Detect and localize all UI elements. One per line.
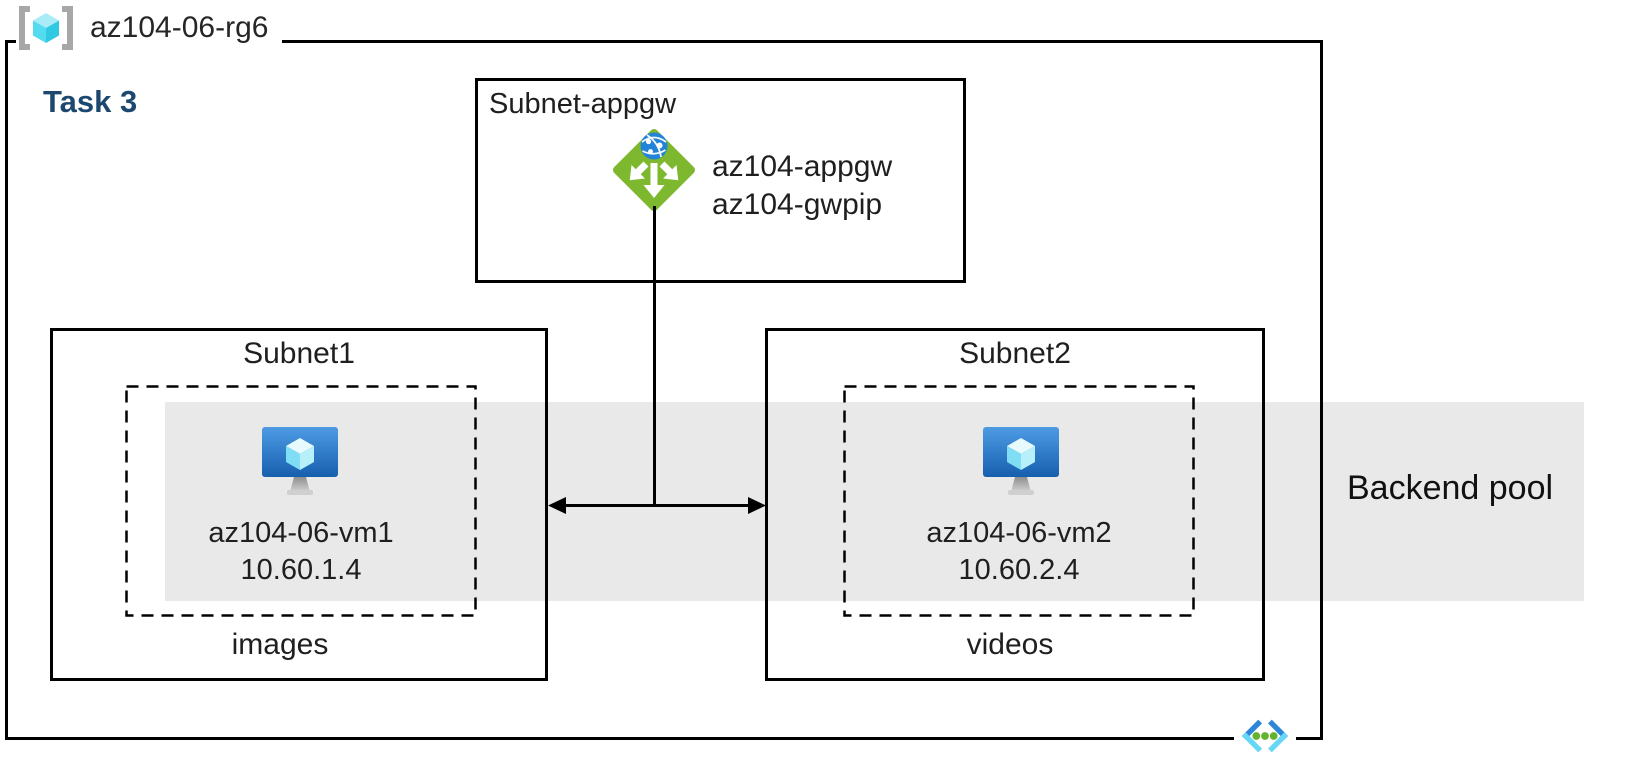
virtual-machine-icon (983, 427, 1059, 495)
application-gateway-icon (613, 129, 695, 211)
resource-group-name: az104-06-rg6 (90, 11, 269, 44)
vnet-chip (1234, 714, 1296, 758)
subnet1-container-label: images (231, 628, 329, 661)
subnet2-container-label: videos (966, 628, 1054, 661)
gateway-subnet-box (475, 78, 966, 283)
resource-group-chip: az104-06-rg6 (16, 2, 283, 54)
gateway-to-subnets-connector (653, 206, 656, 506)
backend-pool-band (165, 402, 1584, 601)
subnet1-box (50, 328, 548, 681)
vm2-ip: 10.60.2.4 (958, 554, 1080, 586)
subnet2-box (765, 328, 1265, 681)
resource-group-box (5, 40, 1323, 740)
task-heading: Task 3 (43, 84, 138, 119)
backend-pool-label: Backend pool (1347, 469, 1554, 507)
app-gateway-name: az104-appgw (712, 150, 893, 183)
gateway-public-ip-name: az104-gwpip (712, 188, 883, 221)
virtual-network-icon (1241, 719, 1289, 753)
vm2-name: az104-06-vm2 (926, 517, 1112, 549)
gateway-names: az104-appgw az104-gwpip (712, 148, 892, 224)
virtual-machine-icon (262, 427, 338, 495)
subnet2-vm-dashed-zone (843, 385, 1195, 617)
subnet1-vm-dashed-zone (125, 385, 477, 617)
subnet2-label: Subnet2 (959, 337, 1071, 370)
vm1-name: az104-06-vm1 (208, 517, 394, 549)
vm1-ip: 10.60.1.4 (240, 554, 362, 586)
subnet1-subnet2-arrow (548, 497, 766, 514)
vm2-text: az104-06-vm2 10.60.2.4 (843, 515, 1195, 589)
gateway-subnet-label: Subnet-appgw (489, 88, 677, 120)
vm1-text: az104-06-vm1 10.60.1.4 (125, 515, 477, 589)
resource-group-icon (19, 6, 73, 50)
subnet1-label: Subnet1 (243, 337, 355, 370)
